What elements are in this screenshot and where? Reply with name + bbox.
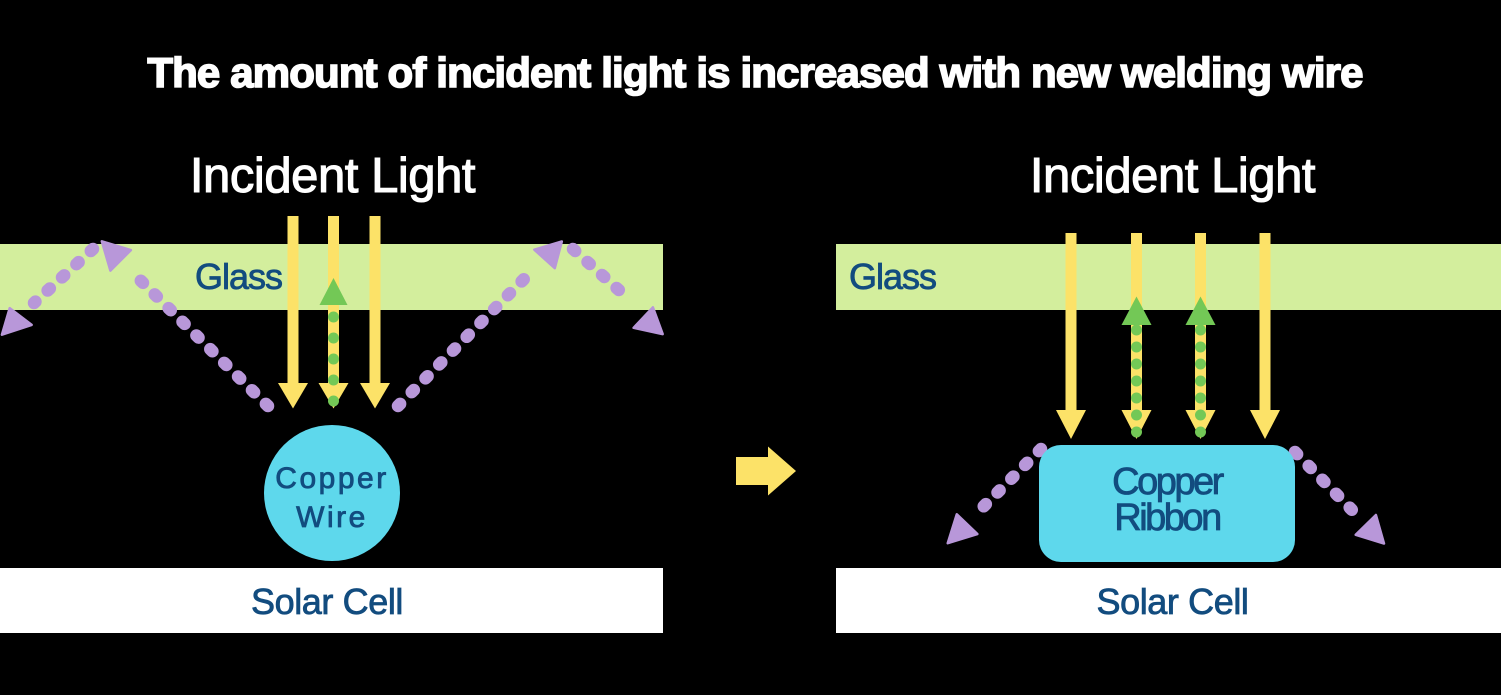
svg-text:Solar Cell: Solar Cell [1096, 581, 1248, 622]
svg-text:Glass: Glass [849, 256, 936, 297]
svg-text:Glass: Glass [195, 256, 282, 297]
svg-text:Ribbon: Ribbon [1114, 497, 1220, 539]
svg-text:Wire: Wire [296, 501, 368, 534]
svg-text:Copper: Copper [275, 462, 388, 495]
svg-text:The amount of incident light i: The amount of incident light is increase… [147, 49, 1362, 96]
svg-text:Incident Light: Incident Light [1030, 149, 1316, 203]
svg-text:Incident Light: Incident Light [190, 149, 476, 203]
svg-text:Copper: Copper [1112, 461, 1224, 503]
svg-text:Solar Cell: Solar Cell [251, 581, 403, 622]
